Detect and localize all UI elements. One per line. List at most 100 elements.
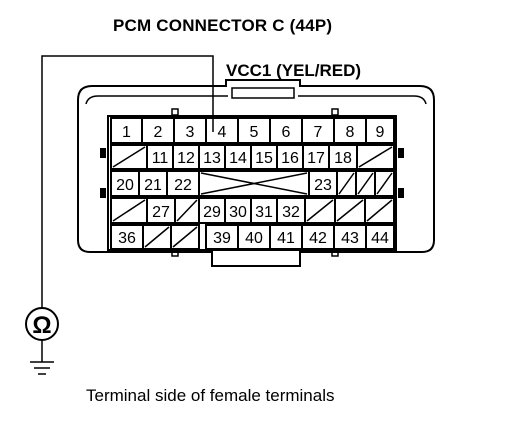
terminal-number: 9 bbox=[376, 124, 385, 141]
terminal-15: 15 bbox=[250, 144, 278, 170]
terminal-44: 44 bbox=[365, 224, 395, 250]
terminal-1: 1 bbox=[110, 117, 143, 144]
terminal-number: 32 bbox=[282, 204, 300, 221]
terminal-number: 23 bbox=[314, 177, 332, 194]
terminal-number: 31 bbox=[255, 204, 273, 221]
blank-slash-mark bbox=[172, 226, 198, 248]
terminal-number: 12 bbox=[177, 150, 195, 167]
terminal-side-caption: Terminal side of female terminals bbox=[86, 386, 335, 405]
terminal-blank-cross bbox=[198, 170, 310, 197]
terminal-4: 4 bbox=[205, 117, 239, 144]
terminal-number: 6 bbox=[282, 124, 291, 141]
terminal-13: 13 bbox=[198, 144, 226, 170]
terminal-22: 22 bbox=[166, 170, 200, 197]
blank-slash-mark bbox=[357, 172, 374, 195]
terminal-16: 16 bbox=[276, 144, 304, 170]
terminal-number: 18 bbox=[334, 150, 352, 167]
terminal-7: 7 bbox=[301, 117, 335, 144]
pin-wire-label: VCC1 (YEL/RED) bbox=[226, 61, 362, 80]
terminal-11: 11 bbox=[146, 144, 174, 170]
terminal-23: 23 bbox=[308, 170, 338, 197]
terminal-number: 14 bbox=[229, 150, 247, 167]
blank-slash-mark bbox=[338, 172, 355, 195]
terminal-number: 4 bbox=[218, 124, 227, 141]
terminal-number: 13 bbox=[203, 150, 221, 167]
terminal-42: 42 bbox=[301, 224, 335, 250]
terminal-number: 2 bbox=[154, 124, 163, 141]
blank-slash-mark bbox=[376, 172, 393, 195]
terminal-blank bbox=[304, 197, 336, 224]
terminal-number: 30 bbox=[229, 204, 247, 221]
terminal-41: 41 bbox=[269, 224, 303, 250]
terminal-17: 17 bbox=[302, 144, 330, 170]
housing-inner-left bbox=[85, 95, 228, 105]
terminal-30: 30 bbox=[224, 197, 252, 224]
terminal-6: 6 bbox=[269, 117, 303, 144]
terminal-number: 20 bbox=[116, 177, 134, 194]
terminal-5: 5 bbox=[237, 117, 271, 144]
blank-slash-mark bbox=[144, 226, 170, 248]
terminal-number: 42 bbox=[309, 230, 327, 247]
terminal-number: 11 bbox=[152, 150, 169, 167]
terminal-36: 36 bbox=[110, 224, 144, 250]
top-notch-right bbox=[331, 108, 339, 116]
housing-inner-right bbox=[298, 95, 427, 105]
terminal-number: 43 bbox=[341, 230, 359, 247]
terminal-blank bbox=[374, 170, 395, 197]
terminal-blank bbox=[334, 197, 366, 224]
terminal-27: 27 bbox=[146, 197, 176, 224]
terminal-number: 44 bbox=[371, 230, 389, 247]
blank-cross-mark bbox=[200, 172, 308, 195]
probe-lead-wire bbox=[41, 55, 214, 308]
blank-slash-mark bbox=[112, 146, 146, 168]
terminal-number: 15 bbox=[255, 150, 273, 167]
blank-slash-mark bbox=[176, 199, 198, 222]
blank-slash-mark bbox=[112, 199, 146, 222]
ohm-symbol: Ω bbox=[32, 312, 51, 339]
terminal-blank bbox=[110, 197, 148, 224]
blank-slash-mark bbox=[358, 146, 393, 168]
terminal-blank bbox=[364, 197, 395, 224]
side-key-left-bottom bbox=[100, 188, 106, 198]
terminal-number: 17 bbox=[307, 150, 325, 167]
terminal-8: 8 bbox=[333, 117, 367, 144]
terminal-number: 7 bbox=[314, 124, 323, 141]
terminal-number: 3 bbox=[186, 124, 195, 141]
terminal-number: 36 bbox=[118, 230, 136, 247]
terminal-39: 39 bbox=[205, 224, 239, 250]
terminal-number: 16 bbox=[281, 150, 299, 167]
connector-latch bbox=[231, 87, 295, 99]
terminal-43: 43 bbox=[333, 224, 367, 250]
terminal-blank bbox=[170, 224, 200, 250]
connector-title: PCM CONNECTOR C (44P) bbox=[113, 16, 333, 35]
terminal-blank bbox=[174, 197, 200, 224]
terminal-2: 2 bbox=[141, 117, 175, 144]
terminal-number: 21 bbox=[144, 177, 162, 194]
terminal-blank bbox=[142, 224, 172, 250]
terminal-31: 31 bbox=[250, 197, 278, 224]
terminal-blank bbox=[110, 144, 148, 170]
terminal-number: 41 bbox=[277, 230, 295, 247]
terminal-21: 21 bbox=[138, 170, 168, 197]
terminal-number: 1 bbox=[122, 124, 131, 141]
terminal-number: 39 bbox=[213, 230, 231, 247]
terminal-3: 3 bbox=[173, 117, 207, 144]
side-key-right-top bbox=[398, 148, 404, 158]
terminal-blank bbox=[336, 170, 357, 197]
terminal-number: 22 bbox=[174, 177, 192, 194]
terminal-20: 20 bbox=[110, 170, 140, 197]
terminal-number: 29 bbox=[203, 204, 221, 221]
blank-slash-mark bbox=[366, 199, 393, 222]
terminal-number: 27 bbox=[152, 204, 170, 221]
top-notch-left bbox=[171, 108, 179, 116]
terminal-40: 40 bbox=[237, 224, 271, 250]
side-key-left-top bbox=[100, 148, 106, 158]
connector-housing bbox=[77, 79, 435, 267]
terminal-14: 14 bbox=[224, 144, 252, 170]
terminal-number: 8 bbox=[346, 124, 355, 141]
terminal-number: 5 bbox=[250, 124, 259, 141]
terminal-12: 12 bbox=[172, 144, 200, 170]
blank-slash-mark bbox=[306, 199, 334, 222]
blank-slash-mark bbox=[336, 199, 364, 222]
